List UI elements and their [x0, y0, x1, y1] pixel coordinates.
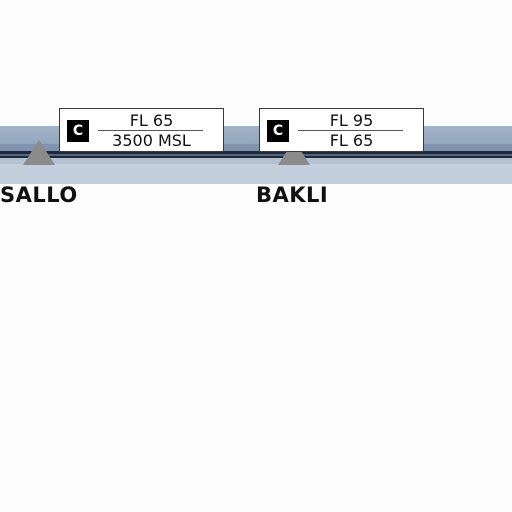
altitude-lower-limit: FL 65 [329, 131, 374, 150]
route-centerline [0, 151, 512, 154]
altitude-lower-limit: 3500 MSL [112, 131, 191, 150]
altitude-divider [98, 130, 203, 131]
route-band-middle [0, 144, 512, 151]
route-centerline-gap [0, 154, 512, 156]
route-band-bottom [0, 164, 512, 184]
route-band-lower [0, 158, 512, 164]
altitude-constraint-box[interactable]: C FL 95 FL 65 [259, 108, 424, 152]
altitude-upper-limit: FL 95 [329, 111, 374, 130]
route-centerline-lower [0, 156, 512, 158]
fix-label-sallo[interactable]: SALLO [0, 183, 78, 207]
altitude-upper-limit: FL 65 [129, 111, 174, 130]
fix-label-bakli[interactable]: BAKLI [256, 183, 329, 207]
airspace-class-badge: C [267, 120, 289, 142]
altitude-divider [298, 130, 403, 131]
altitude-constraint-box[interactable]: C FL 65 3500 MSL [59, 108, 224, 152]
airspace-class-badge: C [67, 120, 89, 142]
triangle-fix-icon[interactable] [23, 140, 55, 165]
